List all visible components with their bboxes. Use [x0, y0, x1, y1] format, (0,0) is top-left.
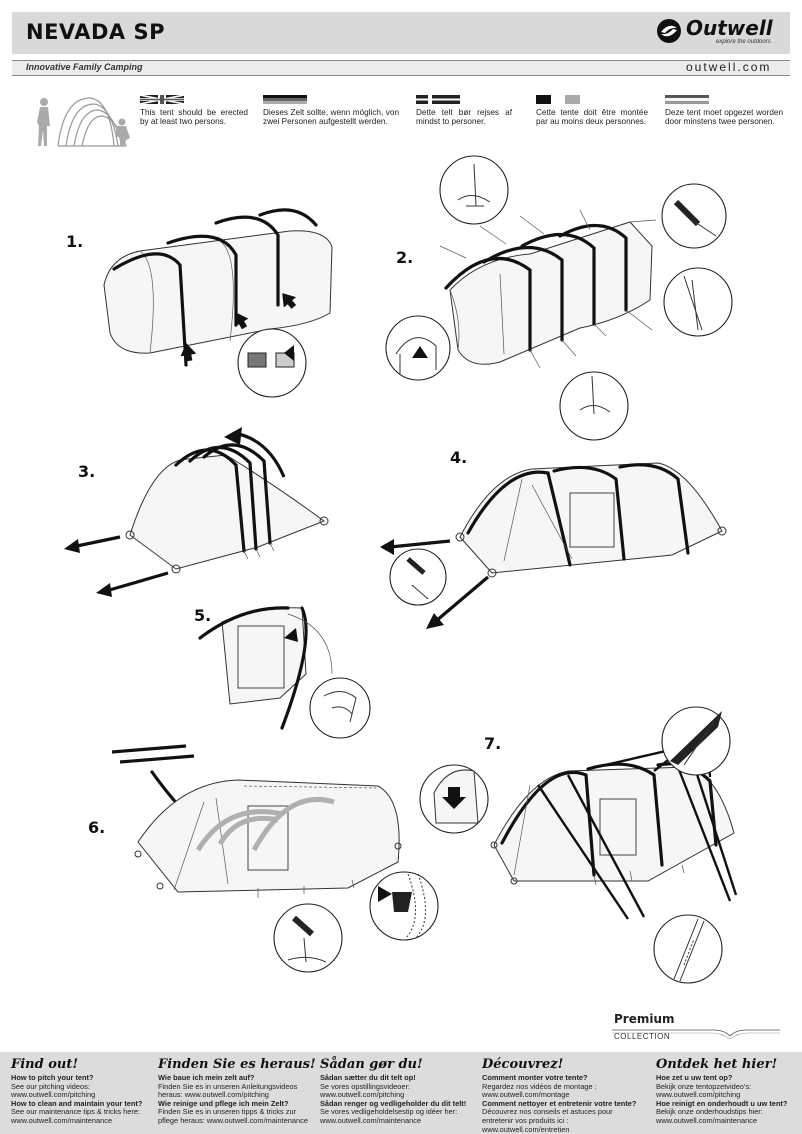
footer-answer-da-1: Se vores opstillingsvideoer: [320, 1081, 410, 1091]
step-2-number: 2. [396, 248, 414, 267]
outwell-logo-icon [657, 19, 681, 43]
footer-col-fr: Découvrez! Comment monter votre tente? R… [482, 1057, 640, 1134]
premium-title: Premium [614, 1012, 675, 1026]
step-6-number: 6. [88, 818, 106, 837]
premium-wave-line [612, 1029, 780, 1040]
footer-answer-nl-1: Bekijk onze tentopzetvideo's: [656, 1081, 752, 1091]
footer-answer-fr-1: Regardez nos vidéos de montage : [482, 1081, 597, 1091]
footer-answer-en-2: See our maintenance tips & tricks here: [11, 1107, 140, 1117]
footer-heading-en: Find out! [11, 1057, 79, 1072]
lang-note-en: This tent should be erected by at least … [140, 95, 248, 127]
lang-text-da: Dette telt bør rejses af mindst to perso… [416, 108, 512, 127]
step-7-number: 7. [484, 734, 502, 753]
footer-question-nl-2: Hoe reinigt en onderhoudt u uw tent? [656, 1098, 788, 1108]
step-7-illustration [419, 706, 738, 984]
premium-subtitle: COLLECTION [614, 1032, 671, 1041]
footer-question-da-1: Sådan sætter du dit telt op! [320, 1073, 416, 1082]
step-5-illustration [198, 606, 371, 739]
dutch-flag-icon [665, 95, 709, 104]
lang-note-nl: Deze tent moet opgezet worden door minst… [665, 95, 783, 127]
footer-answer-en-1: See our pitching videos: [11, 1081, 90, 1091]
footer-answer-nl-2: Bekijk onze onderhoudstips hier: [656, 1107, 763, 1117]
danish-flag-icon [416, 95, 460, 104]
website-link[interactable]: outwell.com [686, 60, 772, 74]
step-3-illustration [64, 427, 329, 597]
step-1-number: 1. [66, 232, 84, 251]
brand-tagline: explore the outdoors [716, 39, 771, 45]
footer-question-en-1: How to pitch your tent? [11, 1073, 94, 1082]
two-person-illustration [37, 97, 130, 147]
step-4-illustration [380, 462, 727, 629]
step-4-number: 4. [450, 448, 468, 467]
step-2-illustration [385, 155, 733, 441]
lang-text-nl: Deze tent moet opgezet worden door minst… [665, 108, 783, 127]
footer-link-da-1[interactable]: www.outwell.com/pitching [320, 1090, 405, 1100]
lang-note-da: Dette telt bør rejses af mindst to perso… [416, 95, 512, 127]
lang-note-de: Dieses Zelt sollte, wenn möglich, von zw… [263, 95, 399, 127]
step-3-number: 3. [78, 462, 96, 481]
footer-link-nl-2[interactable]: www.outwell.com/maintenance [656, 1115, 758, 1125]
step-1-illustration [103, 208, 333, 398]
footer-heading-nl: Ontdek het hier! [656, 1057, 778, 1072]
footer-heading-fr: Découvrez! [482, 1057, 564, 1072]
lang-text-en: This tent should be erected by at least … [140, 108, 248, 127]
lang-text-fr: Cette tente doit être montée par au moin… [536, 108, 648, 127]
footer-answer-de-1: Finden Sie es in unseren Anleitungsvideo… [158, 1081, 298, 1100]
step-6-illustration [111, 744, 439, 973]
footer-col-nl: Ontdek het hier! Hoe zet u uw tent op? B… [656, 1057, 796, 1126]
footer-link-fr-1[interactable]: www.outwell.com/montage [482, 1090, 570, 1100]
uk-flag-icon [140, 95, 184, 104]
footer-link-nl-1[interactable]: www.outwell.com/pitching [656, 1090, 741, 1100]
footer-question-fr-2: Comment nettoyer et entretenir votre ten… [482, 1098, 637, 1108]
footer-link-da-2[interactable]: www.outwell.com/maintenance [320, 1115, 422, 1125]
footer-bar [0, 1052, 802, 1134]
footer-question-en-2: How to clean and maintain your tent? [11, 1098, 143, 1108]
footer-question-de-2: Wie reinige und pflege ich mein Zelt? [158, 1098, 289, 1108]
brand-logo: Outwell explore the outdoors [656, 16, 786, 48]
footer-heading-de: Finden Sie es heraus! [158, 1057, 316, 1072]
premium-collection-badge: Premium COLLECTION [612, 1010, 782, 1046]
lang-note-fr: Cette tente doit être montée par au moin… [536, 95, 648, 127]
footer-heading-da: Sådan gør du! [320, 1057, 423, 1072]
footer-col-de: Finden Sie es heraus! Wie baue ich mein … [158, 1057, 316, 1126]
tagline: Innovative Family Camping [26, 62, 143, 72]
footer-link-en-1[interactable]: www.outwell.com/pitching [11, 1090, 96, 1100]
french-flag-icon [536, 95, 580, 104]
footer-answer-da-2: Se vores vedligeholdelsestip og idéer he… [320, 1107, 458, 1117]
footer-question-fr-1: Comment monter votre tente? [482, 1073, 588, 1082]
product-title: NEVADA SP [26, 20, 166, 44]
step-5-number: 5. [194, 606, 212, 625]
footer-question-nl-1: Hoe zet u uw tent op? [656, 1073, 733, 1082]
footer-answer-fr-2: Découvrez nos conseils et astuces pour e… [482, 1107, 613, 1134]
footer-col-en: Find out! How to pitch your tent? See ou… [11, 1057, 169, 1126]
sub-bar [12, 60, 790, 76]
lang-text-de: Dieses Zelt sollte, wenn möglich, von zw… [263, 108, 399, 127]
footer-question-da-2: Sådan renger og vedligeholder du dit tel… [320, 1098, 467, 1108]
footer-question-de-1: Wie baue ich mein zelt auf? [158, 1073, 255, 1082]
footer-answer-de-2: Finden Sie es in unseren tipps & tricks … [158, 1107, 308, 1125]
brand-name: Outwell [686, 16, 773, 40]
footer-link-en-2[interactable]: www.outwell.com/maintenance [11, 1115, 113, 1125]
footer-col-da: Sådan gør du! Sådan sætter du dit telt o… [320, 1057, 478, 1126]
german-flag-icon [263, 95, 307, 104]
